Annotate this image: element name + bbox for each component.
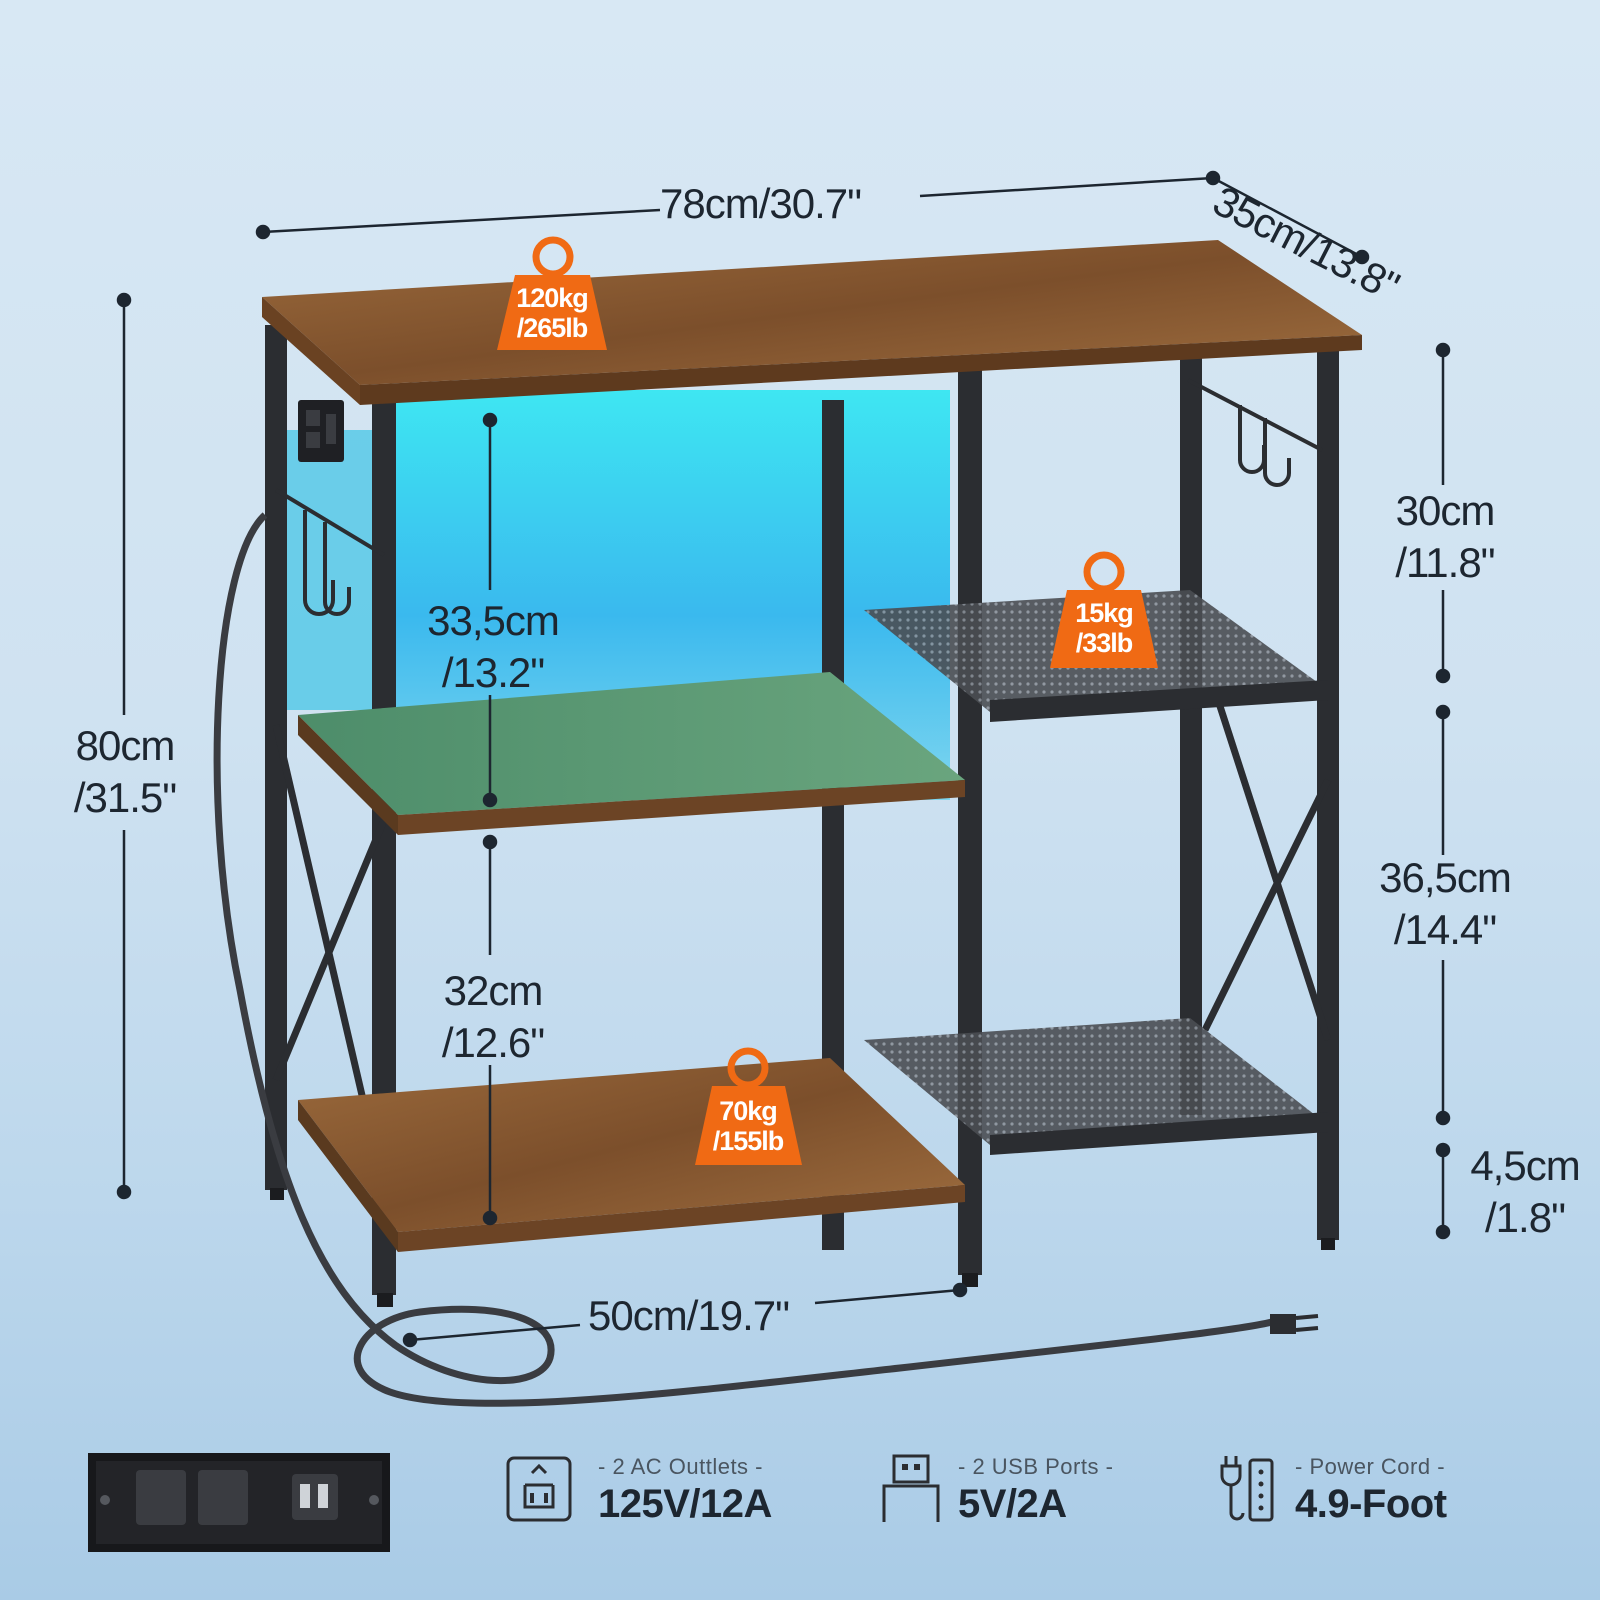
feature-ac-outlets: - 2 AC Outtlets - 125V/12A [598,1454,772,1527]
right-top-height-label: 30cm /11.8" [1370,485,1520,589]
middle-leg [958,360,982,1275]
bottom-weight-kg: 70kg [719,1096,778,1126]
shelf-width-label: 50cm/19.7" [588,1292,790,1339]
plug-icon [1270,1314,1319,1334]
mesh-weight-label: 15kg /33lb [1056,598,1152,658]
right-top-in: /11.8" [1395,539,1495,586]
top-weight-label: 120kg /265lb [504,283,600,343]
feature-usb-ports: - 2 USB Ports - 5V/2A [958,1454,1113,1527]
right-mid-in: /14.4" [1393,906,1497,953]
mesh-weight-lb: /33lb [1075,628,1134,658]
right-bottom-in: /1.8" [1485,1194,1566,1241]
weight-badge-top [497,236,607,350]
upper-shelf-cm: 33,5cm [427,597,560,644]
usb-port-icon [882,1454,940,1522]
power-strip-icon [1220,1456,1274,1522]
bottom-wood-shelf [298,1058,965,1232]
upper-shelf-height-label: 33,5cm /13.2" [408,595,578,699]
lower-mesh-shelf [864,1018,1328,1145]
ac-outlet-icon [506,1456,572,1522]
lower-shelf-height-label: 32cm /12.6" [418,965,568,1069]
bottom-weight-lb: /155lb [712,1126,785,1156]
right-mid-cm: 36,5cm [1379,854,1512,901]
height-label: 80cm /31.5" [50,720,200,824]
dimension-lines [116,170,1451,1348]
lower-shelf-cm: 32cm [443,967,544,1014]
height-in: /31.5" [73,774,177,821]
upper-shelf-in: /13.2" [441,649,545,696]
feature-cord-value: 4.9-Foot [1295,1482,1447,1526]
feature-usb-label: - 2 USB Ports - [958,1454,1114,1479]
feature-ac-label: - 2 AC Outtlets - [598,1454,763,1479]
top-weight-lb: /265lb [516,313,589,343]
weight-badge-mesh [1050,551,1158,668]
side-power-strip [298,400,344,462]
feature-cord-label: - Power Cord - [1295,1454,1446,1479]
right-mid-height-label: 36,5cm /14.4" [1360,852,1530,956]
feature-power-cord: - Power Cord - 4.9-Foot [1295,1454,1447,1527]
mesh-weight-kg: 15kg [1075,598,1134,628]
left-hook-rail [274,488,386,616]
feature-usb-value: 5V/2A [958,1482,1067,1526]
power-cord [213,512,1273,1407]
bottom-weight-label: 70kg /155lb [700,1096,796,1156]
width-label: 78cm/30.7" [660,180,862,227]
height-cm: 80cm [75,722,176,769]
right-top-cm: 30cm [1395,487,1496,534]
top-weight-kg: 120kg [516,283,589,313]
right-bottom-height-label: 4,5cm /1.8" [1455,1140,1595,1244]
left-back-leg [265,325,287,1190]
upper-wood-shelf [298,672,965,815]
right-bottom-cm: 4,5cm [1470,1142,1580,1189]
feature-ac-value: 125V/12A [598,1482,772,1526]
outlet-panel-closeup [88,1453,390,1552]
lower-shelf-in: /12.6" [441,1019,545,1066]
weight-badge-bottom [695,1047,802,1165]
right-hook-rail [1187,378,1323,487]
